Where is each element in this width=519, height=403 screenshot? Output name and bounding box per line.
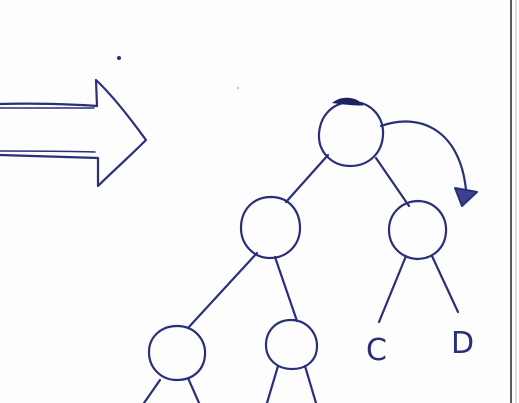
arrow-outline xyxy=(0,78,148,188)
ink-dot xyxy=(117,56,121,60)
edge-left-leftright xyxy=(273,255,299,323)
rotation-arrow-head xyxy=(454,187,478,207)
root-node-ink-mark xyxy=(331,97,364,106)
edge-leftright-down-2 xyxy=(303,364,318,403)
arrow-inner-lines xyxy=(0,107,96,153)
leaf-label-d: D xyxy=(451,326,474,361)
root-node xyxy=(317,100,385,168)
edge-root-right xyxy=(374,156,411,208)
right-child-node xyxy=(387,199,448,261)
edge-leftright-down-1 xyxy=(265,364,280,403)
left-right-node xyxy=(264,318,319,371)
edge-leftleft-down-2 xyxy=(186,376,201,403)
edge-right-d xyxy=(430,254,460,314)
rotation-arrow-arc xyxy=(379,120,468,192)
edge-root-left xyxy=(284,153,330,204)
edge-right-c xyxy=(377,254,408,324)
leaf-label-c: C xyxy=(366,333,387,368)
left-child-node xyxy=(239,195,302,260)
ink-speck xyxy=(237,87,239,89)
edge-left-leftleft xyxy=(186,251,259,330)
edge-leftleft-down-1 xyxy=(142,378,162,403)
left-left-node xyxy=(147,324,207,382)
